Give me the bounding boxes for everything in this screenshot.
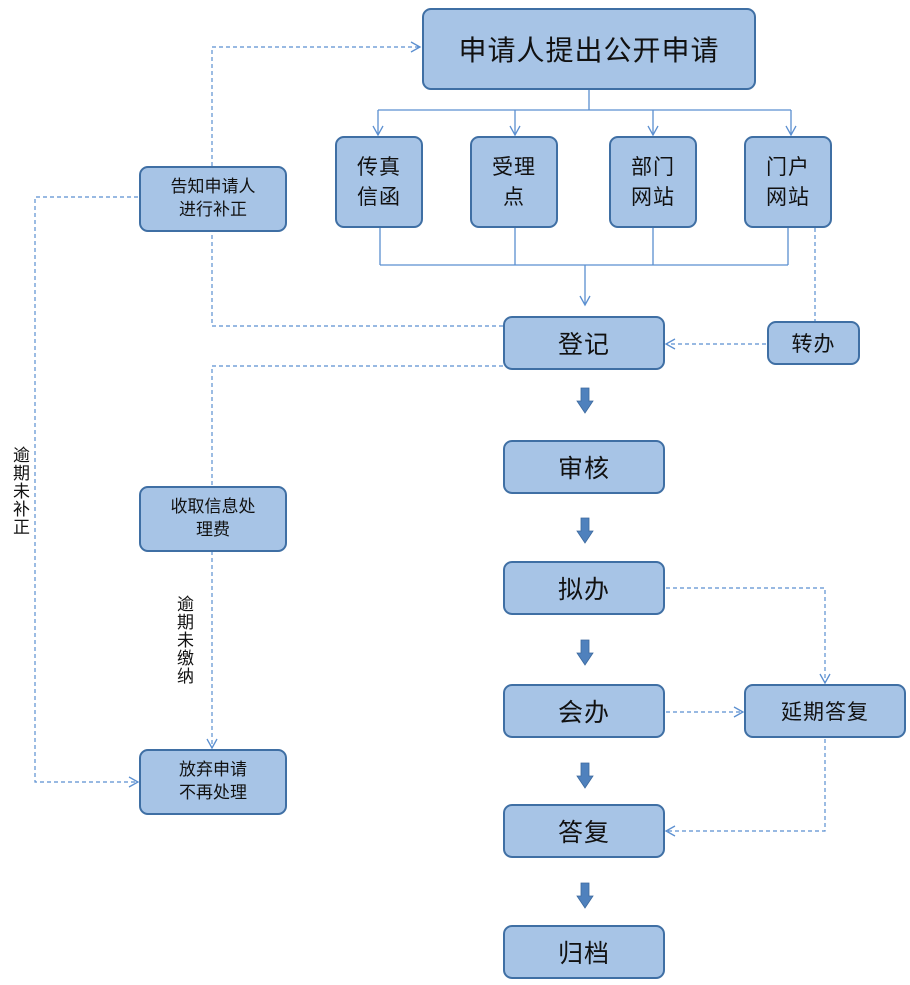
extend-reply-box: 延期答复 [744, 684, 906, 738]
step-archive-label: 归档 [557, 939, 610, 968]
start-application-label: 申请人提出公开申请 [458, 34, 720, 67]
register-to-notify [211, 232, 503, 327]
notify-correction-label: 告知申请人 进行补正 [170, 177, 256, 220]
step-reply-box: 答复 [503, 804, 665, 858]
start-application-box: 申请人提出公开申请 [422, 8, 756, 90]
start-connector [378, 90, 791, 111]
channel-reception-box: 受理 点 [470, 136, 558, 228]
down-arrow-1 [576, 387, 594, 414]
transfer-box: 转办 [767, 321, 860, 365]
channels-merge [379, 228, 789, 266]
down-arrow-4 [576, 762, 594, 789]
transfer-label: 转办 [791, 332, 836, 356]
channel-dept-site-label: 部门 网站 [631, 155, 675, 209]
step-register-label: 登记 [557, 330, 610, 359]
step-register-box: 登记 [503, 316, 665, 370]
notify-to-start [211, 41, 422, 166]
extend-to-reply [664, 739, 826, 837]
channel-fax-box: 传真 信函 [335, 136, 423, 228]
extend-reply-label: 延期答复 [781, 700, 869, 724]
step-archive-box: 归档 [503, 925, 665, 979]
fee-collection-box: 收取信息处 理费 [139, 486, 287, 552]
channel-fax-label: 传真 信函 [357, 155, 401, 209]
draft-to-extend [666, 587, 831, 685]
down-arrow-5 [576, 882, 594, 909]
step-draft-box: 拟办 [503, 561, 665, 615]
abandon-application-box: 放弃申请 不再处理 [139, 749, 287, 815]
fee-collection-label: 收取信息处 理费 [170, 497, 256, 540]
step-draft-label: 拟办 [557, 575, 610, 604]
overdue-payment-label: 逾期未缴纳 [173, 595, 193, 685]
abandon-application-label: 放弃申请 不再处理 [179, 760, 247, 803]
step-review-label: 审核 [557, 454, 610, 483]
step-reply-label: 答复 [557, 818, 610, 847]
notify-correction-box: 告知申请人 进行补正 [139, 166, 287, 232]
channel-dept-site-box: 部门 网站 [609, 136, 697, 228]
channel-portal-label: 门户 网站 [766, 155, 810, 209]
step-cosign-box: 会办 [503, 684, 665, 738]
channel-reception-label: 受理 点 [492, 155, 536, 209]
channel-portal-box: 门户 网站 [744, 136, 832, 228]
overdue-correction-label: 逾期未补正 [9, 446, 29, 536]
step-review-box: 审核 [503, 440, 665, 494]
step-cosign-label: 会办 [557, 698, 610, 727]
notify-overdue-to-abandon [34, 196, 140, 788]
down-arrow-3 [576, 639, 594, 666]
register-to-fee [211, 365, 503, 486]
down-arrow-2 [576, 517, 594, 544]
